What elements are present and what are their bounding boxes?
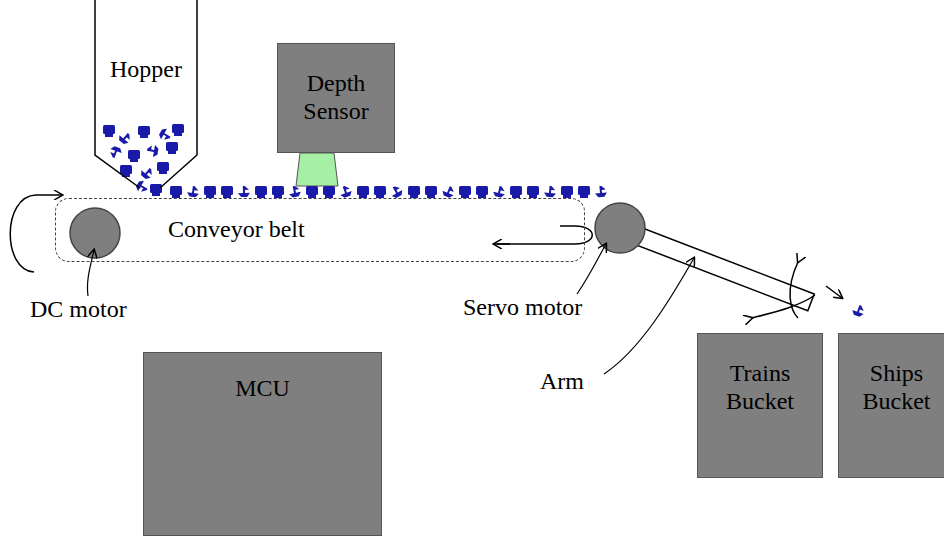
node-label: MCU [235, 375, 290, 403]
node-label: Depth Sensor [278, 70, 394, 125]
sensor-beam [296, 153, 338, 186]
node-label: Hopper [110, 56, 182, 84]
dc-motor [70, 208, 120, 258]
return-arrow [497, 226, 592, 244]
sensor-box: Depth Sensor [277, 43, 395, 153]
leader-line [87, 250, 94, 296]
bucket: Ships Bucket [838, 333, 944, 478]
servo-motor [595, 203, 645, 253]
sorting-arm [616, 221, 814, 311]
part-label: Arm [540, 368, 584, 396]
arm-rotation-arrow [752, 295, 815, 318]
bucket: Trains Bucket [697, 333, 823, 478]
node-label: Trains Bucket [698, 360, 822, 415]
hopper-outline [92, 0, 200, 190]
conveyor-belt: Conveyor belt [55, 198, 585, 262]
arm-rotation-arrow [790, 262, 798, 318]
rotation-arrow [10, 195, 36, 272]
mcu-box: MCU [143, 352, 382, 536]
node-label: Conveyor belt [168, 216, 305, 244]
leader-line [577, 244, 606, 294]
hopper: Hopper [92, 0, 200, 190]
return-arrow [494, 243, 510, 245]
node-label: Ships Bucket [849, 360, 944, 415]
part-label: Servo motor [463, 294, 582, 322]
rotation-arrow [36, 194, 62, 196]
part-label: DC motor [30, 296, 127, 324]
fall-arrow [826, 286, 842, 298]
leader-line [604, 258, 694, 374]
